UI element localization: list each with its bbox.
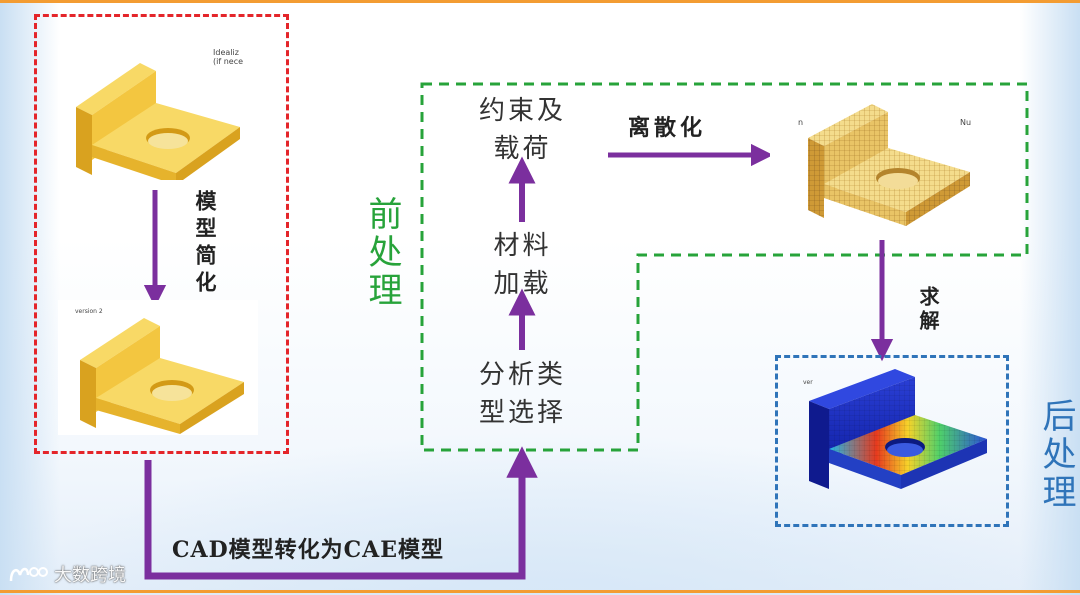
material-line2: 加载 [493,269,552,299]
watermark-text: 大数跨境 [54,565,126,586]
mesh-thumb-caption-right: Nu [960,118,972,127]
preprocess-label: 前处理 [362,196,402,310]
preprocess-boundary [420,82,1029,452]
convert-label: CAD模型转化为CAE模型 [172,537,445,563]
model-simplify-box [34,14,289,454]
convert-arrow [144,446,538,580]
stress-contour-image [809,369,987,489]
constraint-load-line1: 约束及 [478,96,566,126]
fea-result-thumbnail: ver [795,365,990,505]
analysis-type-line2: 型选择 [478,398,566,428]
meshed-bracket-image [808,104,970,226]
mesh-thumb-caption-left: n [798,118,804,127]
top-thumb-caption-2: (if nece [213,57,244,66]
watermark: 大数跨境 [8,561,126,587]
bottom-thumb-caption: version 2 [75,308,103,315]
analysis-type-step: 分析类 型选择 [455,356,590,432]
postprocess-label: 后处理 [1036,398,1076,512]
constraint-load-line2: 载荷 [493,134,552,164]
bracket-part-image [76,63,240,185]
watermark-logo-icon [9,567,48,582]
analysis-type-line1: 分析类 [478,360,566,390]
solve-label: 求解 [916,286,940,334]
simplified-cad-thumbnail: version 2 [58,300,258,435]
fea-thumb-caption: ver [803,379,813,386]
top-thumb-caption-1: Idealiz [213,48,239,57]
detailed-cad-thumbnail: Idealiz (if nece [58,45,258,185]
mesh-label: 离散化 [628,115,707,141]
material-step: 材料 加载 [455,227,590,303]
bottom-accent-line [0,590,1080,593]
meshed-model-thumbnail: n Nu [770,100,980,230]
postprocess-box [775,355,1009,527]
simplified-bracket-image [80,318,244,434]
material-line1: 材料 [493,231,552,261]
simplify-label: 模型简化 [193,190,218,298]
constraint-load-step: 约束及 载荷 [455,92,590,168]
top-accent-line [0,0,1080,3]
